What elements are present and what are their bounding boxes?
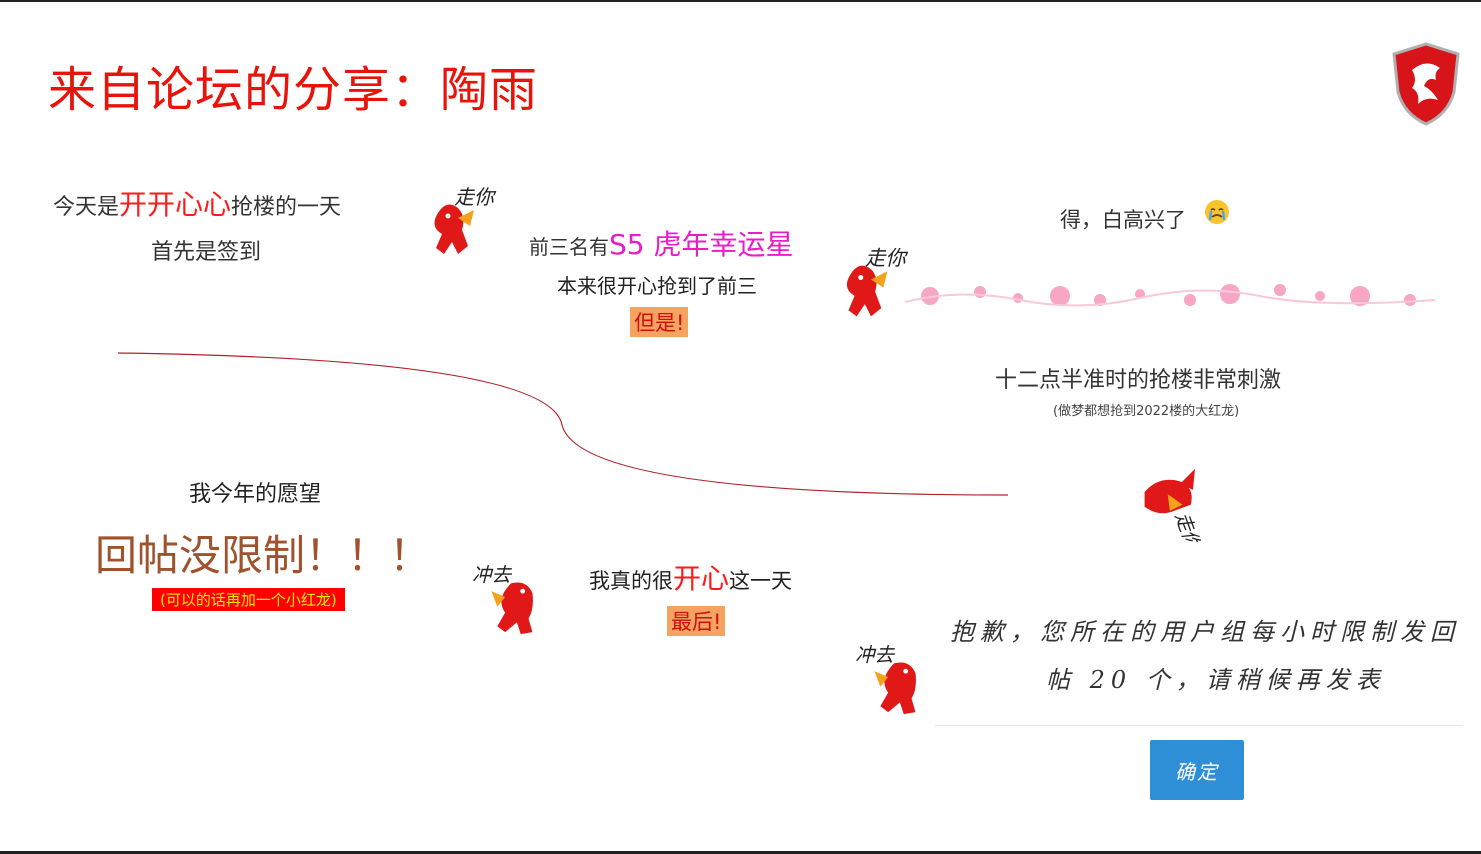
highlight-text: 开心: [673, 562, 730, 595]
highlight-text: S5 虎年幸运星: [609, 228, 794, 261]
highlight-text: 开开心心: [119, 188, 232, 221]
section5-line2: 最后!: [667, 606, 726, 636]
dialog-separator: [935, 725, 1463, 726]
confirm-button[interactable]: 确定: [1150, 740, 1244, 800]
section3-line1: 得，白高兴了: [1060, 204, 1186, 234]
msi-logo-icon: [1392, 42, 1460, 126]
section2-line1: 前三名有S5 虎年幸运星: [529, 223, 794, 263]
notice-line1: 抱歉，您所在的用户组每小时限制发回: [950, 618, 1460, 646]
slide-title: 来自论坛的分享：陶雨: [48, 62, 539, 118]
svg-text:走你: 走你: [1171, 509, 1206, 542]
svg-text:冲去: 冲去: [472, 563, 513, 586]
svg-text:走你: 走你: [454, 185, 497, 209]
crying-emoji-icon: [1205, 200, 1229, 224]
curve-divider: [117, 352, 1009, 496]
section3-line2: 十二点半准时的抢楼非常刺激: [995, 368, 1282, 393]
section2-line3: 但是!: [630, 307, 689, 337]
section2-line2: 本来很开心抢到了前三: [557, 274, 757, 298]
dragon-sticker-icon: 冲去: [472, 563, 533, 635]
dragon-sticker-icon: 冲去: [855, 643, 916, 715]
section1-line1: 今天是开开心心抢楼的一天: [53, 183, 341, 223]
dragon-sticker-icon: 走你: [1144, 468, 1206, 542]
dragon-sticker-icon: 走你: [434, 185, 497, 254]
section4-line3: (可以的话再加一个小红龙): [152, 588, 345, 611]
dragon-sticker-icon: 走你: [846, 246, 908, 317]
text-segment: 得，白高兴了: [1060, 208, 1186, 232]
text-segment: 前三名有: [529, 235, 609, 259]
section5-line1: 我真的很开心这一天: [589, 557, 792, 597]
section4-line1: 我今年的愿望: [189, 482, 322, 507]
text-segment: 我真的很: [589, 569, 673, 593]
section4-line2: 回帖没限制！！！: [95, 531, 432, 580]
section1-line2: 首先是签到: [151, 240, 262, 265]
svg-text:走你: 走你: [865, 246, 908, 270]
text-segment: 抢楼的一天: [231, 195, 342, 220]
section3-line3: (做梦都想抢到2022楼的大红龙): [1053, 404, 1240, 419]
flower-garland-icon: [904, 284, 1436, 307]
text-segment: 今天是: [53, 195, 120, 220]
notice-line2: 帖 20 个，请稍候再发表: [1046, 666, 1386, 694]
text-segment: 这一天: [729, 569, 793, 593]
svg-text:冲去: 冲去: [855, 643, 896, 666]
